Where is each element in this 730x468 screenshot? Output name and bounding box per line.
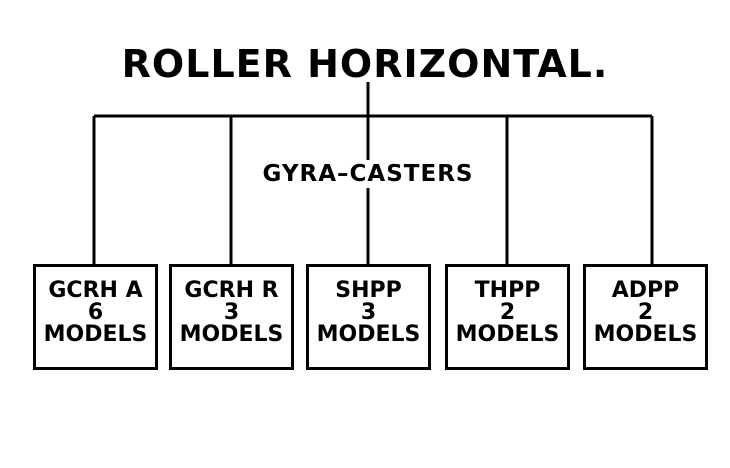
model-box-shpp: SHPP 3 MODELS [306, 264, 431, 370]
box-name: GCRH A [48, 278, 143, 303]
group-label: GYRA–CASTERS [254, 160, 482, 188]
box-count: 3 [223, 300, 240, 325]
box-name: ADPP [611, 278, 680, 303]
box-unit: MODELS [593, 322, 698, 347]
model-box-thpp: THPP 2 MODELS [445, 264, 570, 370]
box-name: THPP [474, 278, 541, 303]
box-count: 6 [87, 300, 104, 325]
box-unit: MODELS [179, 322, 284, 347]
box-unit: MODELS [43, 322, 148, 347]
box-count: 2 [637, 300, 654, 325]
box-name: SHPP [335, 278, 402, 303]
diagram-title: ROLLER HORIZONTAL. [121, 42, 609, 86]
box-name: GCRH R [184, 278, 279, 303]
model-box-gcrh-r: GCRH R 3 MODELS [169, 264, 294, 370]
box-count: 2 [499, 300, 516, 325]
model-box-adpp: ADPP 2 MODELS [583, 264, 708, 370]
box-unit: MODELS [316, 322, 421, 347]
model-box-gcrh-a: GCRH A 6 MODELS [33, 264, 158, 370]
box-unit: MODELS [455, 322, 560, 347]
box-count: 3 [360, 300, 377, 325]
